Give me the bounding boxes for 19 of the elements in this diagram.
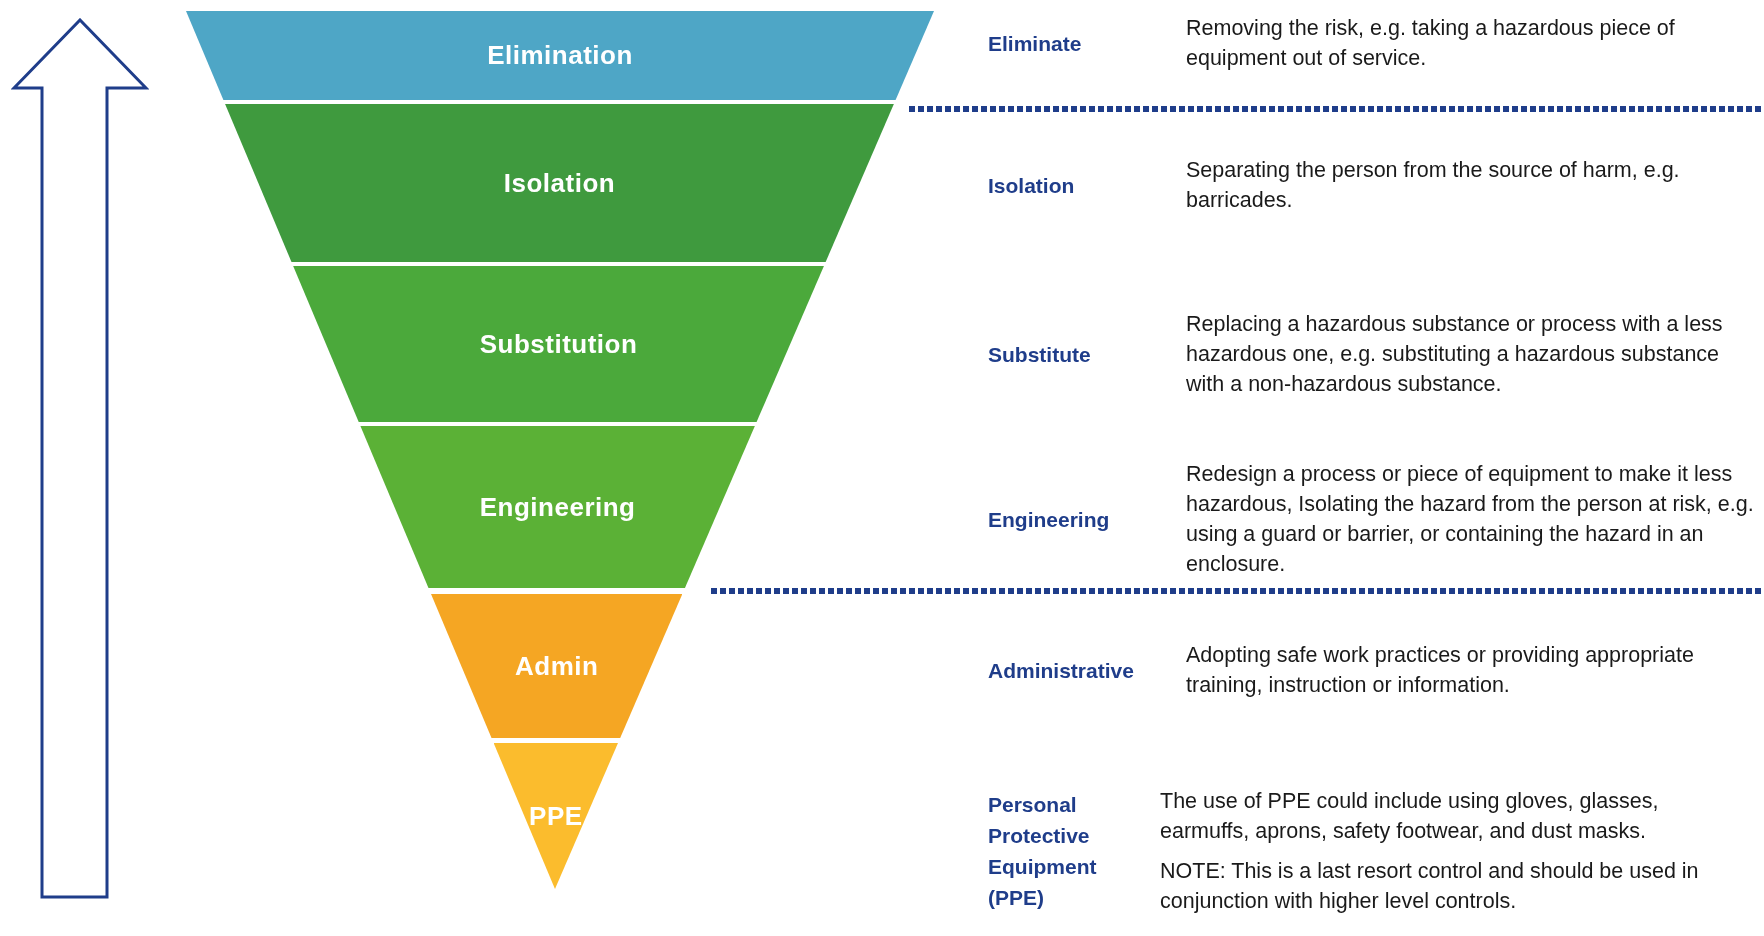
band-label: Isolation [503, 167, 616, 199]
control-description: Redesign a process or piece of equipment to make it less hazardous, Isolating the hazard from the person at risk, e.g. using a guard or barrier, or containing the hazard in an enclosure. [1186, 461, 1754, 578]
band-label: PPE [529, 800, 583, 832]
control-description: Removing the risk, e.g. taking a hazardous piece of equipment out of service. [1186, 15, 1676, 72]
control-term: Engineering [988, 506, 1111, 533]
band-label: Engineering [479, 491, 636, 523]
control-term: Substitute [988, 341, 1092, 368]
band-label: Elimination [487, 40, 633, 71]
control-description: Separating the person from the source of harm, e.g. barricades. [1186, 157, 1681, 214]
control-description: The use of PPE could include using gloves, glasses, earmuffs, aprons, safety footwear, and dust masks. [1160, 788, 1660, 845]
control-term: Eliminate [988, 30, 1083, 57]
band-label: Substitution [479, 328, 638, 360]
band-label: Admin [514, 650, 599, 682]
control-description: Adopting safe work practices or providing appropriate training, instruction or information. [1186, 642, 1695, 699]
note-text: NOTE: This is a last resort control and should be used in conjunction with higher level controls. [1160, 858, 1700, 915]
control-description: Replacing a hazardous substance or process with a less hazardous one, e.g. substituting a hazardous substance with a non-hazardous substance. [1186, 311, 1724, 398]
control-term: Administrative [988, 657, 1135, 684]
control-term: Personal Protective Equipment (PPE) [988, 792, 1098, 911]
control-term: Isolation [988, 172, 1076, 199]
